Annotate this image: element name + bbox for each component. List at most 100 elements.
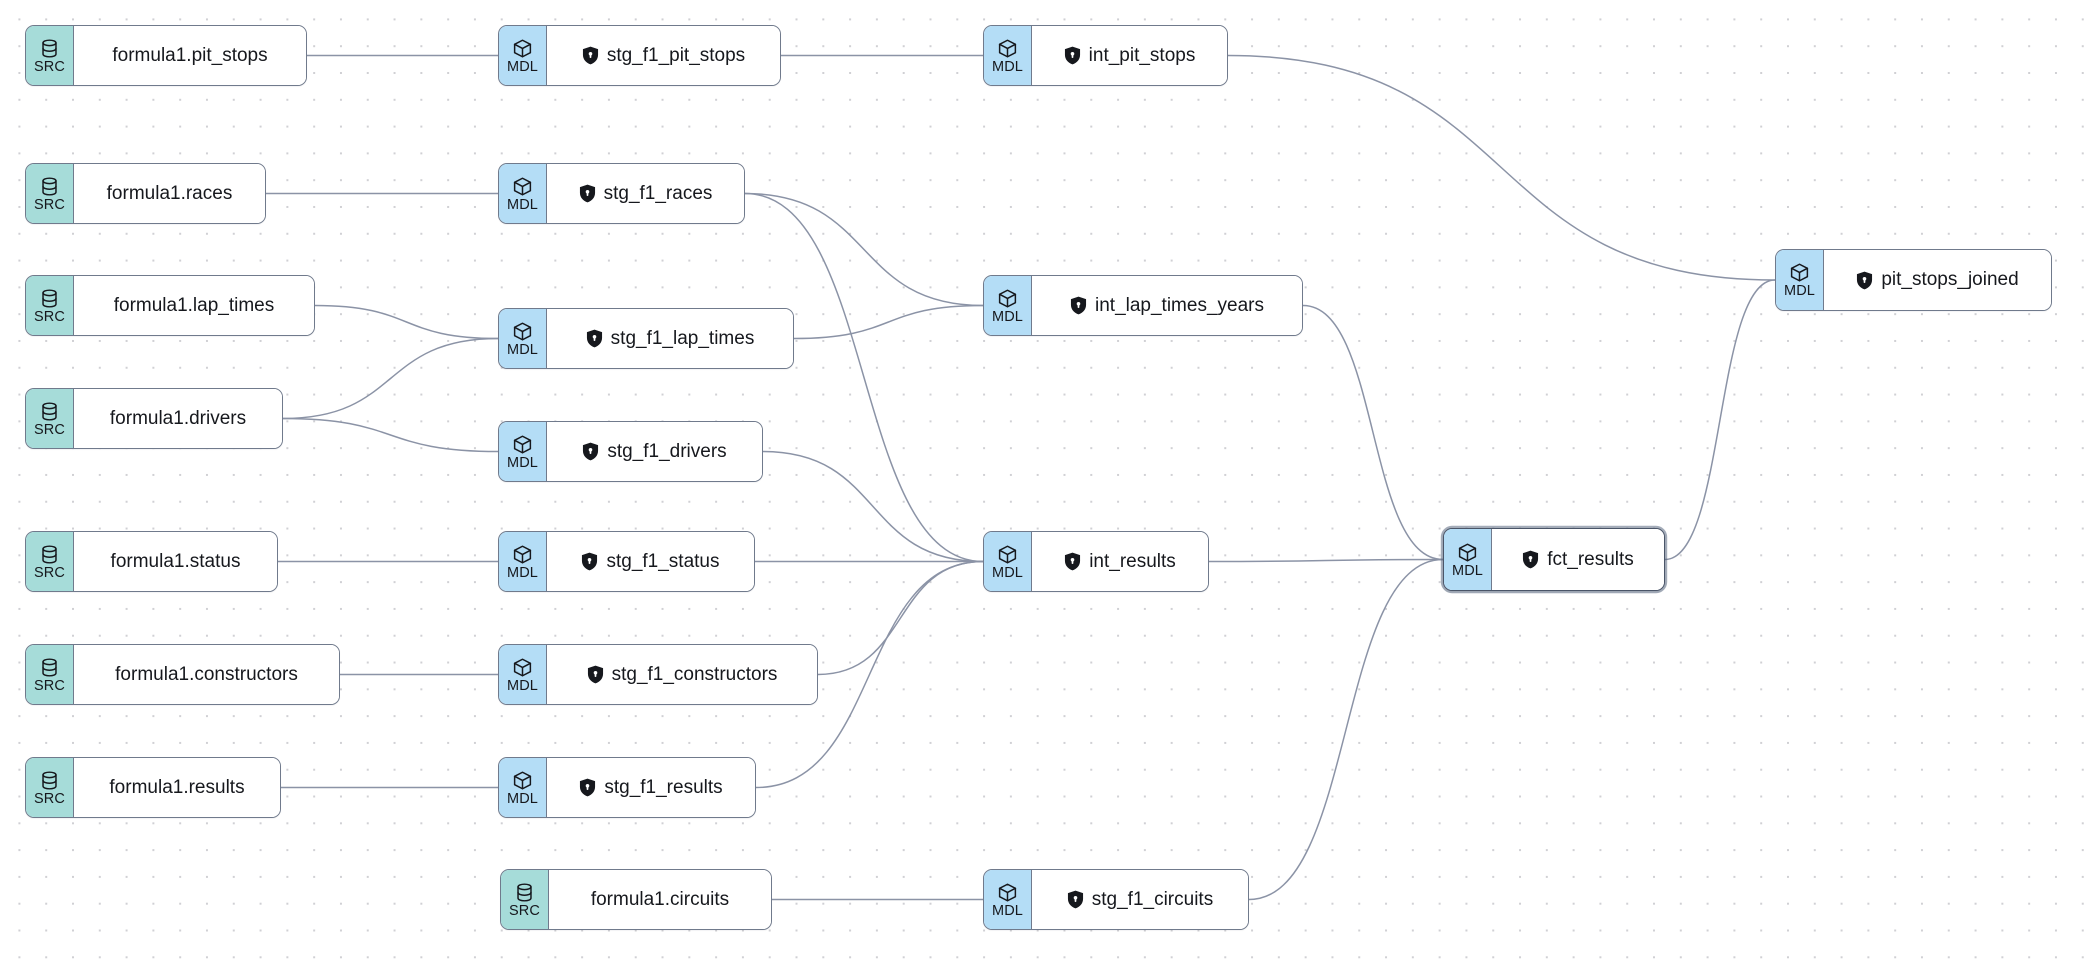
lineage-node-src_pit_stops[interactable]: SRC formula1.pit_stops [25, 25, 307, 86]
node-type-badge-src: SRC [501, 870, 549, 929]
node-label: pit_stops_joined [1881, 269, 2019, 290]
node-type-badge-mdl: MDL [499, 758, 547, 817]
cube-icon [513, 322, 532, 340]
node-type-label: MDL [507, 58, 538, 75]
secure-shield-icon [1070, 296, 1087, 315]
node-type-badge-mdl: MDL [984, 276, 1032, 335]
node-label: stg_f1_races [603, 182, 713, 204]
node-body: stg_f1_races [547, 164, 744, 223]
lineage-edge-stg_circuits-to-fct_results [1248, 558, 1444, 901]
secure-shield-icon [586, 329, 602, 348]
lineage-edge-int_lap_times_years-to-fct_results [1302, 304, 1444, 561]
lineage-node-src_constructors[interactable]: SRC formula1.constructors [25, 644, 340, 705]
node-type-badge-mdl: MDL [499, 422, 547, 481]
lineage-node-stg_races[interactable]: MDL stg_f1_races [498, 163, 745, 224]
node-type-badge-src: SRC [26, 26, 74, 85]
lineage-node-src_drivers[interactable]: SRC formula1.drivers [25, 388, 283, 449]
node-type-label: SRC [34, 58, 65, 75]
lineage-node-int_results[interactable]: MDL int_results [983, 531, 1209, 592]
cube-icon [513, 545, 532, 563]
node-type-label: SRC [34, 421, 65, 438]
lineage-node-int_lap_times_years[interactable]: MDL int_lap_times_years [983, 275, 1303, 336]
node-label: formula1.pit_stops [112, 44, 268, 66]
node-body: formula1.constructors [74, 645, 339, 704]
secure-shield-icon [587, 665, 603, 684]
lineage-edge-stg_drivers-to-int_results [762, 450, 984, 563]
cube-icon [513, 658, 532, 676]
secure-shield-icon [1065, 552, 1081, 571]
lineage-node-int_pit_stops[interactable]: MDL int_pit_stops [983, 25, 1228, 86]
cube-icon [1790, 263, 1809, 282]
node-type-label: MDL [992, 58, 1023, 75]
lineage-node-stg_circuits[interactable]: MDL stg_f1_circuits [983, 869, 1249, 930]
node-type-label: MDL [507, 454, 538, 471]
lineage-node-fct_results[interactable]: MDL fct_results [1443, 528, 1665, 591]
lineage-node-src_races[interactable]: SRC formula1.races [25, 163, 266, 224]
node-label: int_results [1089, 550, 1176, 572]
node-body: fct_results [1492, 529, 1664, 590]
node-body: formula1.results [74, 758, 280, 817]
node-type-label: MDL [992, 564, 1023, 581]
node-type-badge-mdl: MDL [499, 26, 547, 85]
node-body: int_results [1032, 532, 1208, 591]
node-body: formula1.status [74, 532, 277, 591]
node-type-badge-mdl: MDL [984, 532, 1032, 591]
lineage-edge-fct_results-to-pit_stops_joined [1664, 279, 1776, 561]
node-type-label: SRC [34, 677, 65, 694]
database-icon [517, 882, 532, 902]
node-label: stg_f1_status [606, 550, 720, 572]
node-type-label: MDL [1452, 562, 1483, 579]
node-body: formula1.pit_stops [74, 26, 306, 85]
node-type-label: MDL [507, 196, 538, 213]
secure-shield-icon [1857, 271, 1873, 289]
database-icon [42, 770, 57, 790]
lineage-node-stg_pit_stops[interactable]: MDL stg_f1_pit_stops [498, 25, 781, 86]
lineage-node-src_results[interactable]: SRC formula1.results [25, 757, 281, 818]
cube-icon [513, 771, 532, 789]
lineage-edge-src_drivers-to-stg_lap_times [282, 337, 499, 420]
node-label: formula1.results [109, 776, 245, 798]
node-body: stg_f1_status [547, 532, 754, 591]
secure-shield-icon [582, 46, 598, 65]
lineage-node-stg_status[interactable]: MDL stg_f1_status [498, 531, 755, 592]
node-label: formula1.constructors [115, 663, 298, 685]
node-label: formula1.status [110, 550, 241, 572]
secure-shield-icon [579, 184, 595, 203]
node-type-label: MDL [992, 308, 1023, 325]
node-label: formula1.races [106, 182, 233, 204]
node-label: int_pit_stops [1088, 44, 1196, 66]
node-body: int_lap_times_years [1032, 276, 1302, 335]
node-type-label: MDL [507, 564, 538, 581]
node-body: formula1.drivers [74, 389, 282, 448]
node-label: stg_f1_drivers [607, 440, 727, 462]
database-icon [42, 657, 57, 677]
node-body: stg_f1_circuits [1032, 870, 1248, 929]
node-body: stg_f1_results [547, 758, 755, 817]
lineage-edge-int_results-to-fct_results [1208, 558, 1444, 563]
node-type-badge-src: SRC [26, 389, 74, 448]
cube-icon [998, 289, 1017, 307]
node-body: formula1.lap_times [74, 276, 314, 335]
node-body: stg_f1_pit_stops [547, 26, 780, 85]
node-type-badge-src: SRC [26, 758, 74, 817]
lineage-node-stg_drivers[interactable]: MDL stg_f1_drivers [498, 421, 763, 482]
cube-icon [513, 177, 532, 195]
lineage-edge-stg_constructors-to-int_results [817, 560, 984, 676]
node-body: formula1.circuits [549, 870, 771, 929]
database-icon [42, 288, 57, 308]
cube-icon [998, 883, 1017, 901]
cube-icon [998, 545, 1017, 563]
secure-shield-icon [1064, 46, 1080, 65]
node-type-label: SRC [34, 196, 65, 213]
node-type-badge-mdl: MDL [984, 26, 1032, 85]
node-type-label: MDL [992, 902, 1023, 919]
secure-shield-icon [583, 442, 599, 461]
